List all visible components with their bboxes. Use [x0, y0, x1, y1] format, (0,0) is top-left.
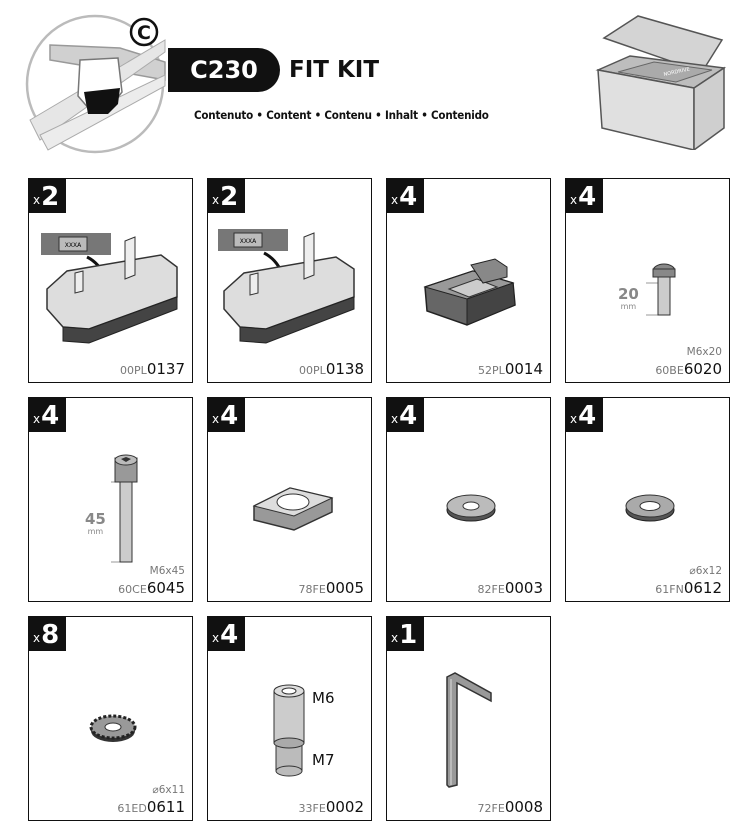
- part-number: 72FE0008: [477, 798, 543, 816]
- washer-icon: [446, 494, 496, 522]
- part-number: 52PL0014: [478, 360, 543, 378]
- kit-title: FIT KIT: [289, 57, 380, 83]
- thread-adapter-icon: [273, 684, 305, 777]
- inner-label: XXXA: [240, 238, 257, 245]
- packaging-box-icon: NORDRIVE: [595, 15, 727, 150]
- flat-washer-icon: [625, 494, 675, 522]
- thread-label-bottom: M7: [312, 751, 335, 769]
- thread-label-top: M6: [312, 689, 335, 707]
- part-number: 00PL0138: [299, 360, 364, 378]
- foot-pad-icon: XXXA: [41, 233, 178, 344]
- part-number: 78FE0005: [298, 579, 364, 597]
- part-spec: ⌀6x12: [689, 565, 722, 577]
- contents-languages: Contenuto • Content • Contenu • Inhalt •…: [194, 108, 489, 122]
- button-head-screw-icon: [646, 263, 676, 316]
- socket-head-bolt-icon: [111, 454, 138, 563]
- part-spec: ⌀6x11: [152, 784, 185, 796]
- part-spec: M6x20: [686, 346, 722, 358]
- part-number: 33FE0002: [298, 798, 364, 816]
- serrated-washer-icon: [89, 714, 137, 742]
- part-spec: M6x45: [149, 565, 185, 577]
- kit-type-emblem-icon: C: [25, 14, 166, 154]
- part-number: 60CE6045: [118, 579, 185, 597]
- part-number: 82FE0003: [477, 579, 543, 597]
- part-number: 00PL0137: [120, 360, 185, 378]
- variant-letter: C: [137, 22, 151, 44]
- foot-pad-icon: XXXA: [218, 229, 355, 344]
- part-number: 61FN0612: [655, 579, 722, 597]
- square-spacer-icon: [252, 487, 334, 531]
- allen-key-icon: [446, 672, 492, 788]
- box-brand: NORDRIVE: [663, 67, 690, 78]
- part-number: 61ED0611: [117, 798, 185, 816]
- inner-label: XXXA: [65, 242, 82, 249]
- rubber-block-icon: [423, 258, 516, 326]
- part-number: 60BE6020: [655, 360, 722, 378]
- kit-code-badge: C230: [168, 48, 280, 92]
